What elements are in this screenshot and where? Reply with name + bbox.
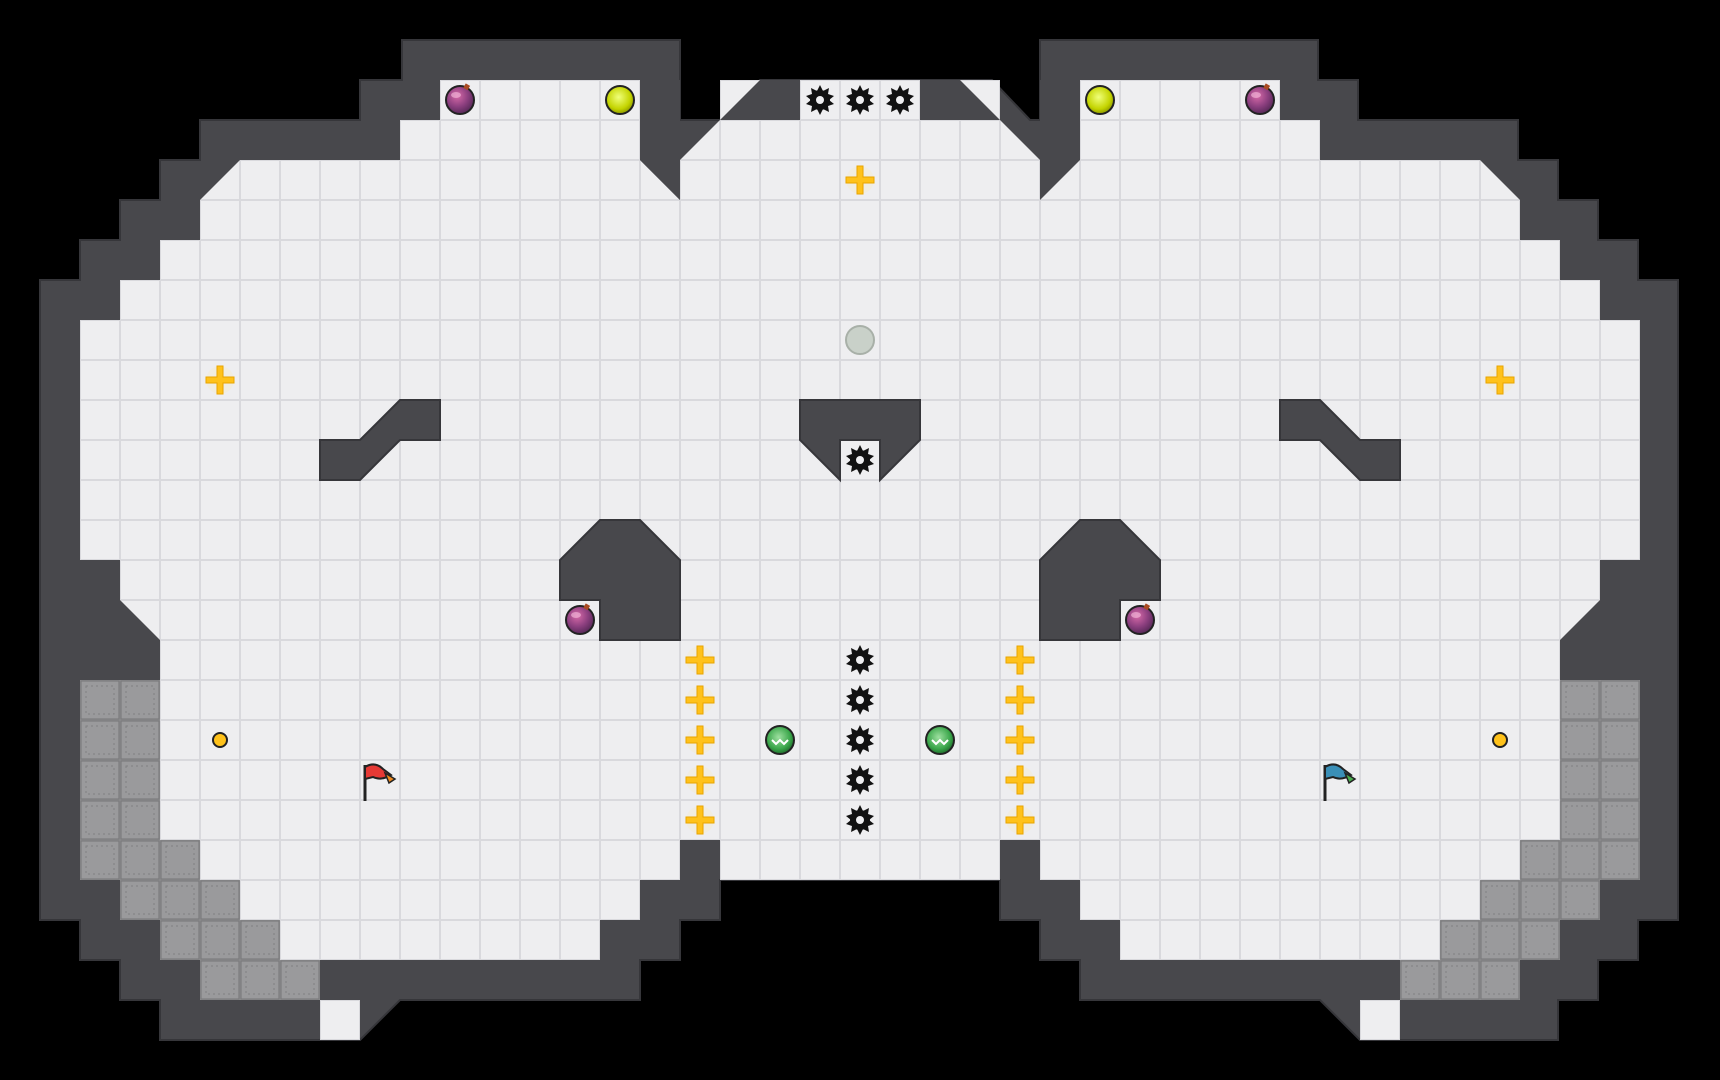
boost-pad-icon	[685, 645, 715, 675]
gate-wall-right	[920, 80, 1000, 120]
powerup-icon	[1085, 85, 1115, 115]
boost-pad-icon	[1005, 645, 1035, 675]
pillar-left	[559, 519, 681, 641]
boost-pad-icon	[685, 725, 715, 755]
ramp-wall-right	[1279, 399, 1401, 481]
boost-pad-icon	[1005, 765, 1035, 795]
portal-icon	[765, 725, 795, 755]
boost-pad-icon	[205, 365, 235, 395]
corner-cut-left	[320, 1000, 360, 1040]
portal-icon	[925, 725, 955, 755]
boost-pad-icon	[685, 685, 715, 715]
spike-blocks-right	[1400, 680, 1640, 1000]
button-icon	[1492, 732, 1508, 748]
red-flag-icon	[363, 763, 397, 801]
boost-pad-icon	[1005, 685, 1035, 715]
blue-flag-icon	[1323, 763, 1357, 801]
top-right-wall-chunk	[1040, 80, 1080, 200]
button-icon	[212, 732, 228, 748]
spike-row-top	[806, 85, 914, 115]
spike-blocks-left	[80, 680, 320, 1000]
boost-pad-icon	[1005, 725, 1035, 755]
boost-pad-icon	[845, 165, 875, 195]
gate-wall-left	[720, 80, 800, 120]
floor-right	[1000, 80, 1640, 1000]
button-icon	[845, 325, 875, 355]
boost-pad-icon	[685, 765, 715, 795]
boost-pad-icon	[1485, 365, 1515, 395]
top-left-wall-chunk	[640, 80, 680, 200]
boost-pad-icon	[685, 805, 715, 835]
center-funnel-wall	[799, 399, 921, 483]
powerup-icon	[605, 85, 635, 115]
boost-pad-icon	[1005, 805, 1035, 835]
corner-cut-right	[1360, 1000, 1400, 1040]
pillar-right	[1039, 519, 1161, 641]
ramp-wall-left	[319, 399, 441, 481]
